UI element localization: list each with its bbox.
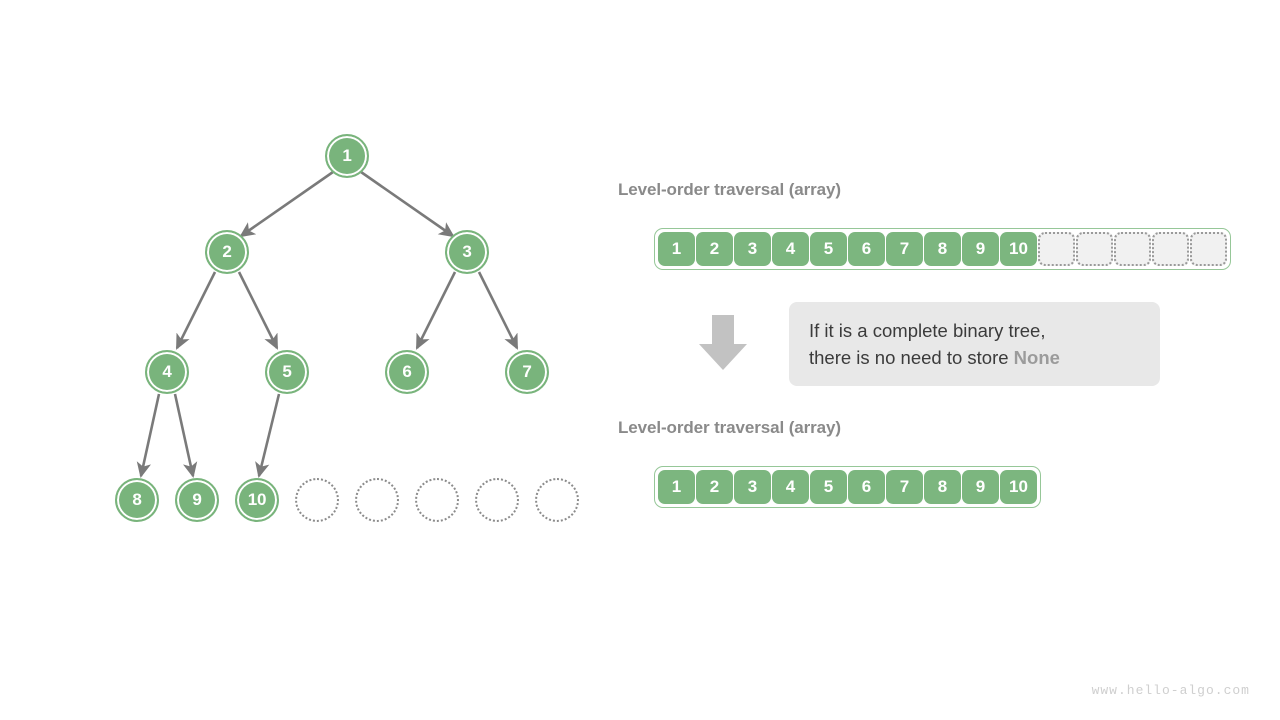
array-cell[interactable]: 5	[810, 232, 847, 266]
edge-2-5	[237, 271, 279, 350]
tree-node[interactable]: 6	[385, 350, 429, 394]
edge-2-4	[175, 271, 217, 350]
array-cell[interactable]: 3	[734, 232, 771, 266]
array-cell[interactable]: 10	[1000, 470, 1037, 504]
array-cell[interactable]: 2	[696, 232, 733, 266]
array-cell[interactable]: 3	[734, 470, 771, 504]
array-cell[interactable]: 9	[962, 470, 999, 504]
arrow-down-icon	[699, 315, 747, 370]
tree-node[interactable]: 9	[175, 478, 219, 522]
tree-node-empty	[295, 478, 339, 522]
watermark: www.hello-algo.com	[1091, 683, 1250, 698]
array-cell[interactable]: 1	[658, 232, 695, 266]
note-line-2: there is no need to store None	[809, 344, 1160, 371]
top-array-title: Level-order traversal (array)	[618, 180, 841, 199]
tree-node-empty	[475, 478, 519, 522]
tree-node[interactable]: 4	[145, 350, 189, 394]
array-cell[interactable]: 7	[886, 470, 923, 504]
array-cell[interactable]: 2	[696, 470, 733, 504]
tree-node[interactable]: 5	[265, 350, 309, 394]
note-line-1: If it is a complete binary tree,	[809, 320, 1046, 341]
note-line-2-text: there is no need to store	[809, 347, 1014, 368]
array-cell[interactable]: 5	[810, 470, 847, 504]
tree-node[interactable]: 8	[115, 478, 159, 522]
edge-3-7	[477, 271, 519, 350]
array-cell[interactable]: 7	[886, 232, 923, 266]
tree-edges	[136, 170, 519, 479]
array-cell[interactable]: 8	[924, 232, 961, 266]
array-cell-empty[interactable]	[1152, 232, 1189, 266]
array-cell[interactable]: 10	[1000, 232, 1037, 266]
array-cell-empty[interactable]	[1190, 232, 1227, 266]
array-cell[interactable]: 6	[848, 232, 885, 266]
tree-node-empty	[355, 478, 399, 522]
edge-4-8	[136, 393, 161, 479]
tree-node[interactable]: 7	[505, 350, 549, 394]
edge-4-9	[173, 393, 198, 479]
array-cell[interactable]: 1	[658, 470, 695, 504]
tree-node[interactable]: 1	[325, 134, 369, 178]
note-box: If it is a complete binary tree, there i…	[789, 302, 1160, 386]
note-emphasis-none: None	[1013, 347, 1060, 368]
array-cell[interactable]: 4	[772, 470, 809, 504]
edge-5-10	[255, 393, 281, 479]
array-cell-empty[interactable]	[1076, 232, 1113, 266]
array-cell[interactable]: 6	[848, 470, 885, 504]
edge-3-6	[415, 271, 457, 350]
array-cell[interactable]: 9	[962, 232, 999, 266]
tree-node[interactable]: 10	[235, 478, 279, 522]
tree-node-empty	[535, 478, 579, 522]
edge-1-2	[239, 170, 334, 238]
array-cell[interactable]: 8	[924, 470, 961, 504]
tree-node-empty	[415, 478, 459, 522]
array-cell-empty[interactable]	[1114, 232, 1151, 266]
array-cell[interactable]: 4	[772, 232, 809, 266]
tree-node[interactable]: 2	[205, 230, 249, 274]
edge-1-3	[360, 170, 455, 238]
array-cell-empty[interactable]	[1038, 232, 1075, 266]
tree-node[interactable]: 3	[445, 230, 489, 274]
bottom-array-title: Level-order traversal (array)	[618, 418, 841, 437]
